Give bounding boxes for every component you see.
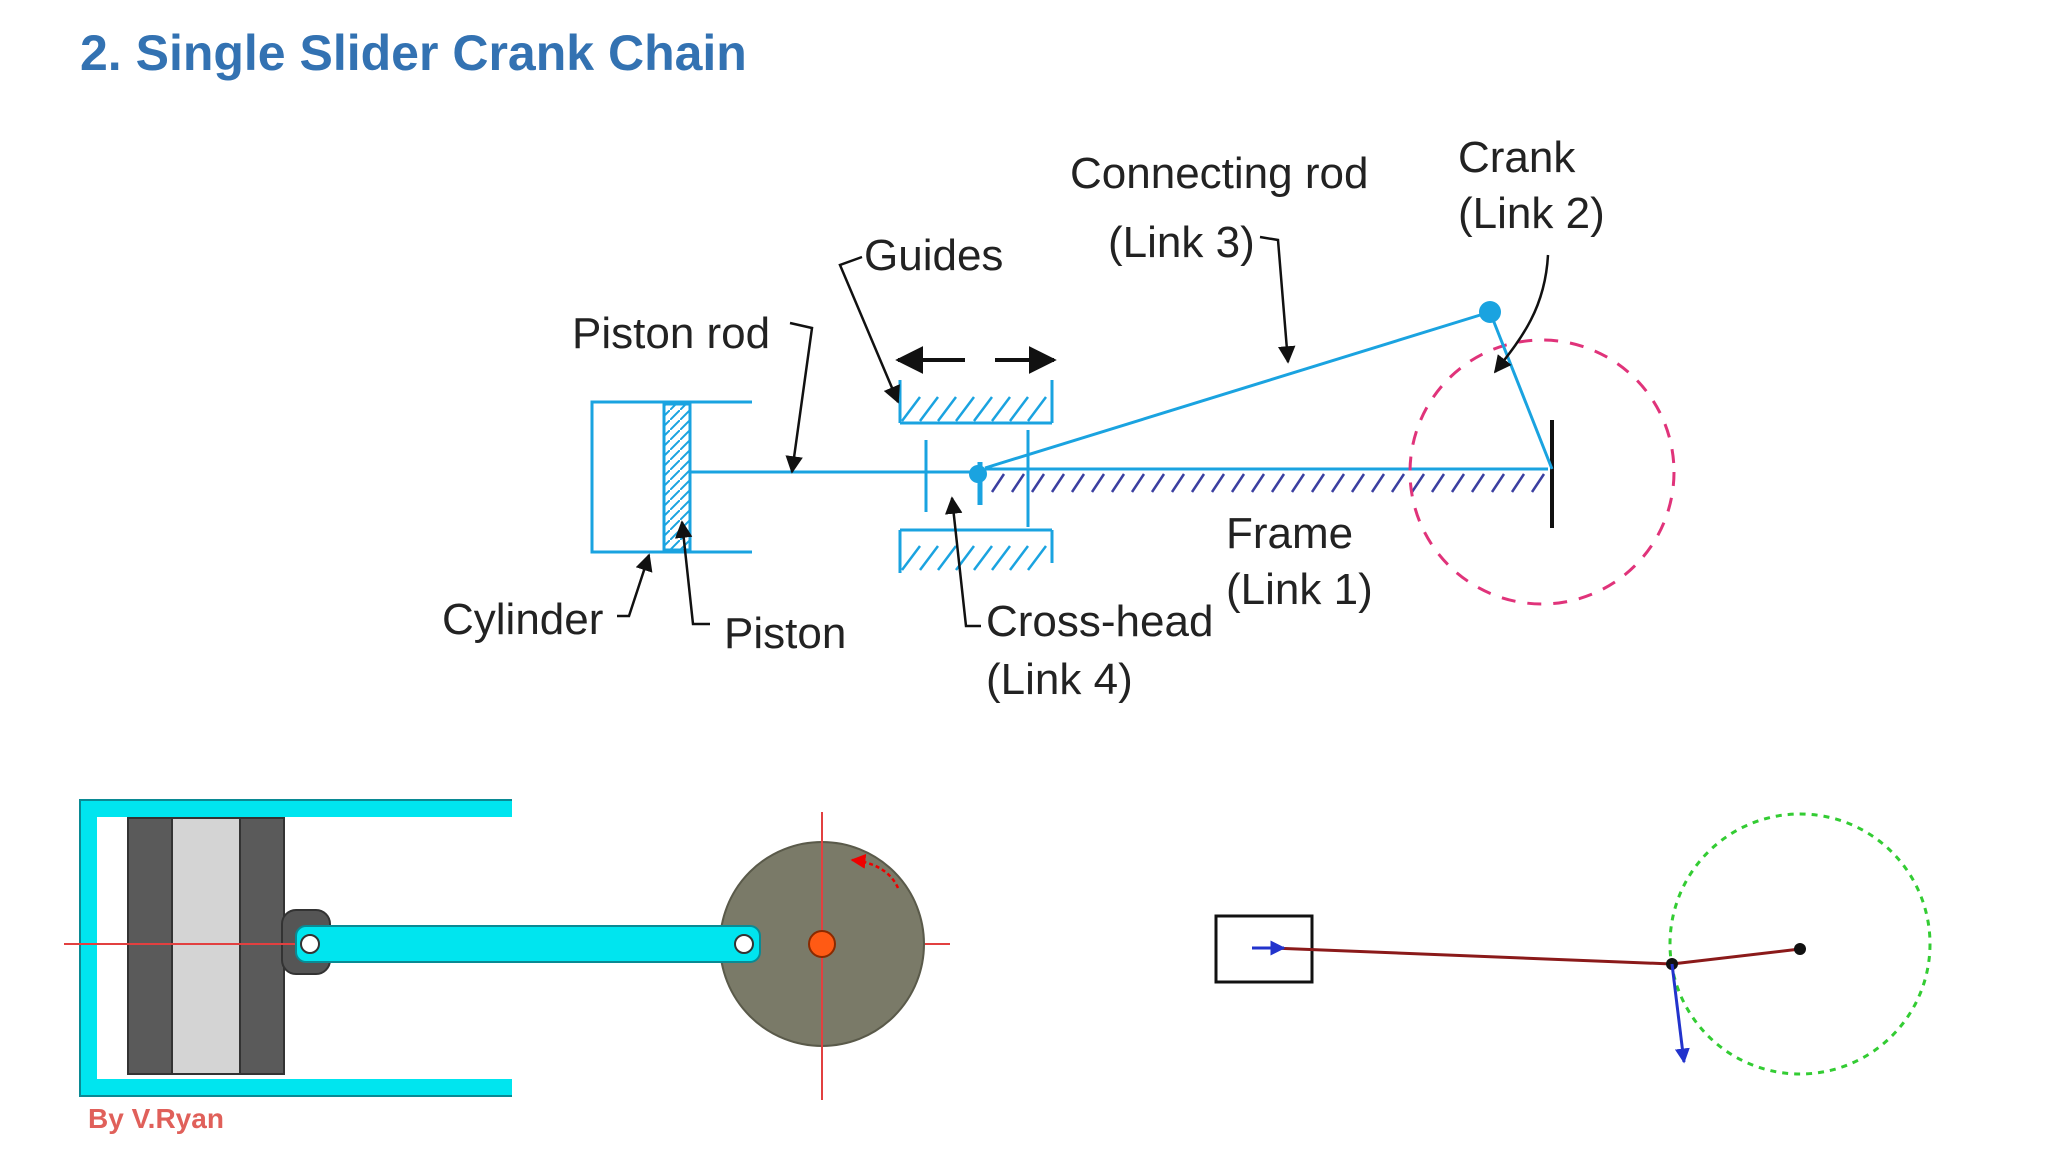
leader-piston-rod xyxy=(785,321,814,474)
piston-dark-left xyxy=(127,817,173,1075)
crank-path-circle xyxy=(1408,338,1676,606)
page-title: 2. Single Slider Crank Chain xyxy=(80,25,747,81)
leader-piston xyxy=(674,520,710,626)
crank-line xyxy=(1488,311,1554,470)
rotation-arrow-icon xyxy=(850,853,900,889)
label-crank: Crank xyxy=(1458,133,1576,182)
leader-cross-head xyxy=(945,496,981,628)
leader-cylinder xyxy=(617,553,653,618)
label-frame: Frame xyxy=(1226,509,1353,558)
animation-credit: By V.Ryan xyxy=(88,1103,224,1134)
label-link2: (Link 2) xyxy=(1458,189,1605,238)
piston-block xyxy=(662,402,692,552)
upper-guide xyxy=(898,380,1054,425)
piston-dark-right xyxy=(239,817,285,1075)
crank-pin xyxy=(1479,301,1501,323)
label-connecting-rod: Connecting rod xyxy=(1070,149,1368,198)
leader-crank xyxy=(1493,254,1550,374)
kinematic-sketch xyxy=(1214,812,1932,1076)
crank-center-pivot xyxy=(808,930,836,958)
label-piston-rod: Piston rod xyxy=(572,309,770,358)
connecting-rod-bar xyxy=(295,925,761,963)
crank-sketch xyxy=(1671,947,1801,966)
leader-guides xyxy=(838,255,900,404)
cylinder-body xyxy=(590,400,752,554)
lower-guide xyxy=(898,528,1054,573)
connecting-rod-sketch xyxy=(1271,946,1673,966)
piston-animation-illustration: By V.Ryan xyxy=(64,799,950,1134)
cylinder-walls xyxy=(79,799,512,1097)
piston-light xyxy=(171,817,241,1075)
cross-head xyxy=(924,430,1030,527)
connecting-rod-line xyxy=(984,310,1491,470)
crank-center-sketch xyxy=(1794,943,1806,955)
leader-connecting-rod xyxy=(1259,235,1296,364)
label-piston: Piston xyxy=(724,609,846,658)
label-cylinder: Cylinder xyxy=(442,595,603,644)
label-link1: (Link 1) xyxy=(1226,565,1373,614)
frame-link xyxy=(985,420,1554,528)
wrist-pin xyxy=(300,934,320,954)
label-link3: (Link 3) xyxy=(1108,218,1255,267)
crank-velocity-arrow xyxy=(1670,963,1690,1064)
label-guides: Guides xyxy=(864,231,1003,280)
crank-pin-lower xyxy=(734,934,754,954)
crank-path-dotted-circle xyxy=(1668,812,1932,1076)
label-cross-head: Cross-head xyxy=(986,597,1213,646)
label-link4: (Link 4) xyxy=(986,655,1133,704)
slider-crank-schematic: Connecting rod (Link 3) Crank (Link 2) G… xyxy=(442,133,1676,704)
